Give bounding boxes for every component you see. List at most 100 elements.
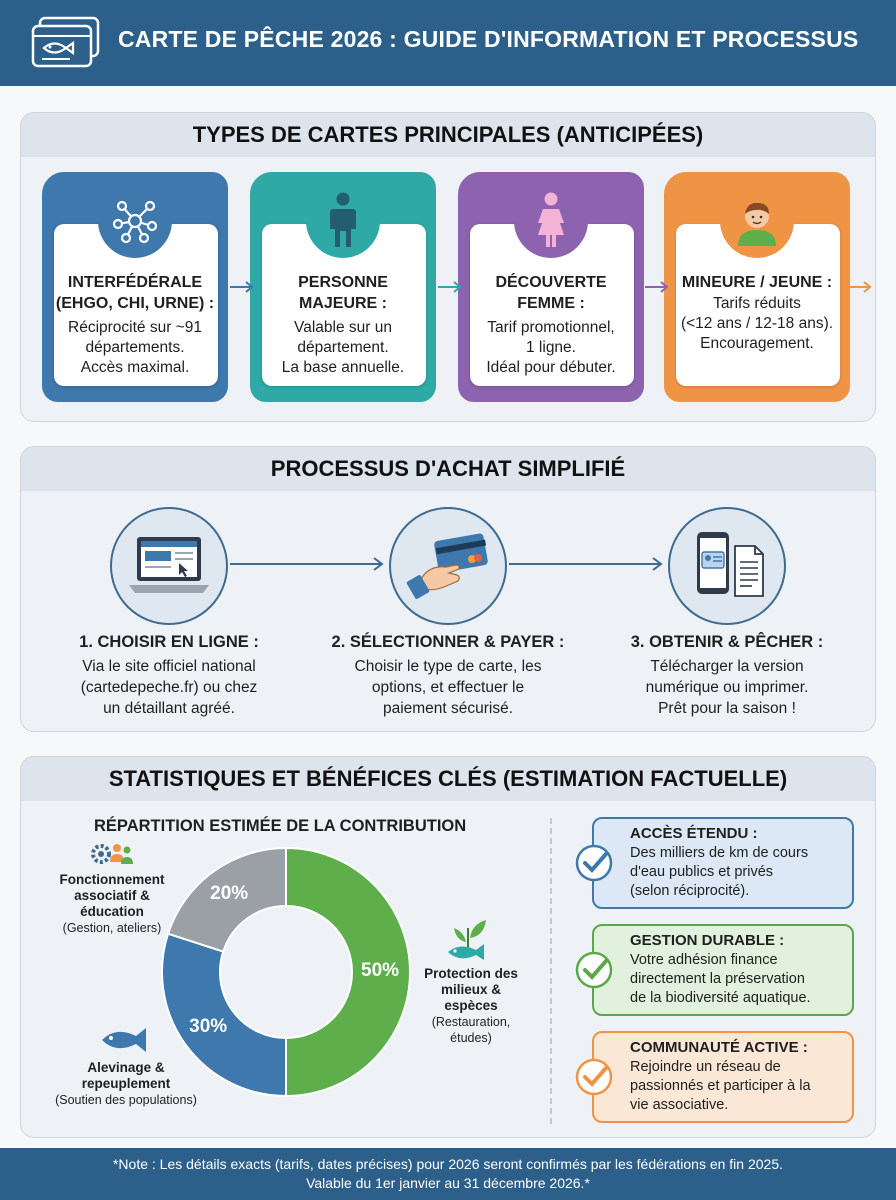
footer-note: *Note : Les détails exacts (tarifs, date… (0, 1148, 896, 1200)
card-desc: Tarif promotionnel, (487, 319, 615, 336)
step-title: 1. CHOISIR EN LIGNE : (79, 633, 259, 651)
card-desc: départements. (85, 339, 185, 356)
man-icon (306, 184, 380, 258)
card-types-heading: TYPES DE CARTES PRINCIPALES (ANTICIPÉES) (21, 113, 875, 157)
step-desc: Choisir le type de carte, les (354, 658, 542, 675)
step-desc: un détaillant agréé. (103, 700, 235, 717)
card-desc: Valable sur un (294, 319, 392, 336)
benefit-desc: passionnés et participer à la (630, 1078, 811, 1094)
fish-plant-icon (448, 920, 486, 960)
legend-label: associatif & (74, 888, 150, 903)
card-decouverte-femme: DÉCOUVERTE FEMME : Tarif promotionnel, 1… (458, 172, 644, 402)
card-desc: (<12 ans / 12-18 ans). (680, 315, 834, 332)
step-desc: Télécharger la version (650, 658, 804, 675)
card-desc: Accès maximal. (80, 359, 190, 376)
benefit-desc: vie associative. (630, 1097, 729, 1113)
card-title: INTERFÉDÉRALE (67, 274, 203, 291)
card-desc: Encouragement. (700, 335, 814, 352)
legend-label: éducation (80, 904, 144, 919)
step-desc: (cartedepeche.fr) ou chez (80, 679, 258, 696)
step-circle (110, 507, 228, 625)
donut-slice (161, 932, 287, 1098)
child-icon (720, 184, 794, 258)
benefit-title: ACCÈS ÉTENDU : (630, 825, 758, 842)
legend-sub: études) (450, 1031, 492, 1045)
credit-card-icon (406, 533, 488, 599)
process-heading: PROCESSUS D'ACHAT SIMPLIFIÉ (21, 447, 875, 491)
arrow-right-icon (509, 557, 663, 571)
card-title: DÉCOUVERTE (495, 274, 607, 291)
legend-sub: (Gestion, ateliers) (62, 921, 162, 935)
legend-label: Fonctionnement (59, 872, 165, 887)
benefit-desc: Des milliers de km de cours (630, 845, 809, 861)
arrow-right-icon (645, 281, 669, 293)
donut-slice-label: 30% (189, 1015, 228, 1037)
fish-icon (102, 1028, 146, 1052)
step-desc: options, et effectuer le (371, 679, 525, 696)
woman-icon (514, 184, 588, 258)
arrow-right-icon (230, 557, 384, 571)
legend-label: Alevinage & (87, 1060, 165, 1075)
step-desc: paiement sécurisé. (382, 700, 514, 717)
card-title: MINEURE / JEUNE : (681, 274, 833, 291)
divider (550, 818, 552, 1124)
card-desc: 1 ligne. (526, 339, 576, 356)
benefit-acces-etendu: ACCÈS ÉTENDU : Des milliers de km de cou… (575, 817, 854, 909)
card-desc: Réciprocité sur ~91 (68, 319, 202, 336)
donut-title: RÉPARTITION ESTIMÉE DE LA CONTRIBUTION (94, 817, 467, 835)
benefit-title: COMMUNAUTÉ ACTIVE : (630, 1039, 808, 1056)
page-title: CARTE DE PÊCHE 2026 : GUIDE D'INFORMATIO… (118, 26, 859, 52)
gear-people-icon (91, 844, 133, 864)
benefit-desc: directement la préservation (630, 971, 805, 987)
step-circle (668, 507, 786, 625)
donut-slice-label: 50% (361, 960, 400, 981)
legend-sub: (Restauration, (431, 1015, 511, 1029)
benefit-desc: de la biodiversité aquatique. (630, 990, 811, 1006)
network-icon (98, 184, 172, 258)
contribution-donut-chart (161, 846, 411, 1098)
laptop-icon (129, 537, 209, 593)
step-title: 3. OBTENIR & PÊCHER : (630, 633, 824, 651)
benefit-gestion-durable: GESTION DURABLE : Votre adhésion finance… (575, 924, 854, 1016)
arrow-right-icon (230, 281, 254, 293)
step-desc: Prêt pour la saison ! (658, 700, 796, 717)
arrow-right-icon (438, 281, 462, 293)
benefit-desc: (selon réciprocité). (630, 883, 750, 899)
card-desc: département. (297, 339, 389, 356)
card-personne-majeure: PERSONNE MAJEURE : Valable sur un départ… (250, 172, 436, 402)
step-desc: numérique ou imprimer. (645, 679, 809, 696)
donut-slice (285, 846, 411, 1098)
step-desc: Via le site officiel national (82, 658, 256, 675)
benefit-desc: Votre adhésion finance (630, 952, 778, 968)
card-mineure-jeune: MINEURE / JEUNE : Tarifs réduits (<12 an… (664, 172, 850, 402)
card-title: MAJEURE : (298, 295, 387, 312)
legend-label: milieux & (440, 982, 502, 997)
step-title: 2. SÉLECTIONNER & PAYER : (331, 633, 565, 651)
card-desc: Idéal pour débuter. (486, 359, 616, 376)
check-icon (575, 1058, 613, 1096)
legend-label: Protection des (424, 966, 518, 981)
benefit-communaute-active: COMMUNAUTÉ ACTIVE : Rejoindre un réseau … (575, 1031, 854, 1123)
check-icon (575, 844, 613, 882)
benefit-desc: d'eau publics et privés (630, 864, 774, 880)
step-circle (389, 507, 507, 625)
card-interfederale: INTERFÉDÉRALE (EHGO, CHI, URNE) : Récipr… (42, 172, 228, 402)
stats-heading: STATISTIQUES ET BÉNÉFICES CLÉS (ESTIMATI… (21, 757, 875, 801)
legend-sub: (Soutien des populations) (55, 1093, 197, 1107)
donut-slice (166, 846, 287, 953)
card-title: PERSONNE (298, 274, 388, 291)
card-title: FEMME : (517, 295, 585, 312)
fishing-card-icon (31, 16, 100, 68)
arrow-right-icon (848, 281, 872, 293)
page-header: CARTE DE PÊCHE 2026 : GUIDE D'INFORMATIO… (0, 0, 896, 86)
legend-label: espèces (444, 998, 498, 1013)
check-icon (575, 951, 613, 989)
footer-line: *Note : Les détails exacts (tarifs, date… (112, 1156, 784, 1172)
benefit-title: GESTION DURABLE : (630, 932, 785, 949)
legend-label: repeuplement (81, 1076, 171, 1091)
donut-slice-label: 20% (210, 883, 249, 905)
phone-document-icon (697, 532, 764, 597)
footer-line: Valable du 1er janvier au 31 décembre 20… (306, 1175, 590, 1191)
benefit-desc: Rejoindre un réseau de (630, 1059, 781, 1075)
card-title: (EHGO, CHI, URNE) : (55, 295, 215, 312)
